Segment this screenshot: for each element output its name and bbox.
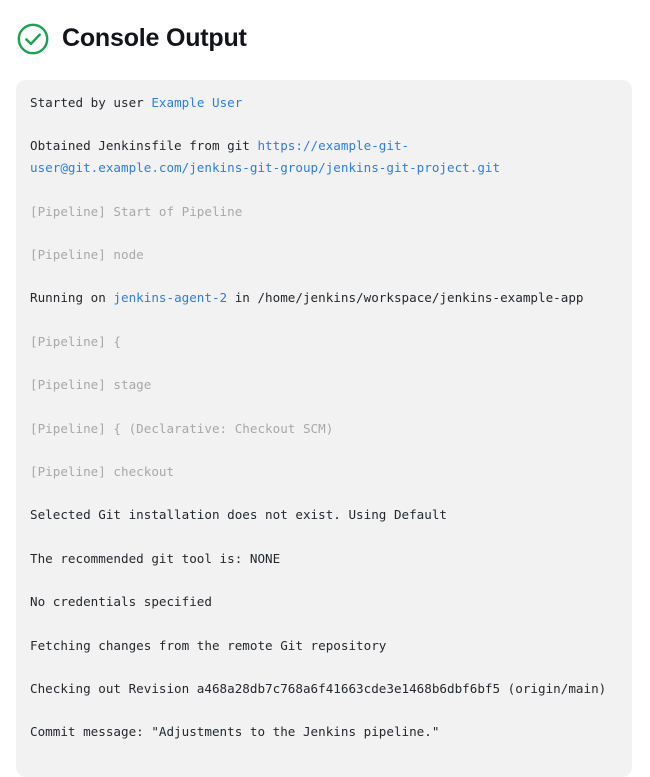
log-text: [Pipeline] checkout <box>30 463 175 479</box>
log-text: The recommended git tool is: NONE <box>30 550 281 566</box>
log-text: [Pipeline] stage <box>30 377 152 393</box>
log-line-running-on-agent: Running on jenkins-agent-2 in /home/jenk… <box>30 287 618 309</box>
log-line-pipeline-open-brace: [Pipeline] { <box>30 331 618 353</box>
log-line-recommended-git-tool: The recommended git tool is: NONE <box>30 548 618 570</box>
log-line-pipeline-stage: [Pipeline] stage <box>30 374 618 396</box>
log-line-pipeline-node: [Pipeline] node <box>30 244 618 266</box>
log-text: [Pipeline] { (Declarative: Checkout SCM) <box>30 420 334 436</box>
log-line-selected-git-installation: Selected Git installation does not exist… <box>30 504 618 526</box>
log-text: [Pipeline] { <box>30 333 121 349</box>
log-link[interactable]: https://example-git-user@git.example.com… <box>30 138 501 176</box>
log-text: [Pipeline] Start of Pipeline <box>30 203 243 219</box>
log-text: [Pipeline] node <box>30 246 144 262</box>
log-text: Obtained Jenkinsfile from git <box>30 138 258 154</box>
log-text: Checking out Revision a468a28db7c768a6f4… <box>30 680 607 696</box>
log-text: No credentials specified <box>30 594 212 610</box>
check-circle-icon <box>16 22 50 56</box>
console-log[interactable]: Started by user Example User Obtained Je… <box>16 92 632 765</box>
console-output-panel[interactable]: Started by user Example User Obtained Je… <box>16 80 632 777</box>
log-text: Running on <box>30 290 114 306</box>
log-line-checking-out-revision: Checking out Revision a468a28db7c768a6f4… <box>30 678 618 700</box>
log-line-commit-message: Commit message: "Adjustments to the Jenk… <box>30 721 618 743</box>
log-line-pipeline-checkout: [Pipeline] checkout <box>30 461 618 483</box>
log-line-no-credentials-specified: No credentials specified <box>30 591 618 613</box>
log-text: in /home/jenkins/workspace/jenkins-examp… <box>227 290 584 306</box>
page-title: Console Output <box>62 23 247 52</box>
log-line-obtained-jenkinsfile: Obtained Jenkinsfile from git https://ex… <box>30 135 618 178</box>
log-text: Commit message: "Adjustments to the Jenk… <box>30 724 440 740</box>
log-line-started-by-user: Started by user Example User <box>30 92 618 114</box>
page-header: Console Output <box>0 0 650 64</box>
log-line-pipeline-declarative-checkout-scm: [Pipeline] { (Declarative: Checkout SCM) <box>30 418 618 440</box>
log-text: Started by user <box>30 95 152 110</box>
log-link[interactable]: Example User <box>151 95 243 110</box>
log-line-pipeline-start-of-pipeline: [Pipeline] Start of Pipeline <box>30 201 618 223</box>
log-text: Selected Git installation does not exist… <box>30 507 448 523</box>
log-link[interactable]: jenkins-agent-2 <box>113 290 228 306</box>
log-line-fetching-changes: Fetching changes from the remote Git rep… <box>30 635 618 657</box>
log-text: Fetching changes from the remote Git rep… <box>30 637 387 653</box>
